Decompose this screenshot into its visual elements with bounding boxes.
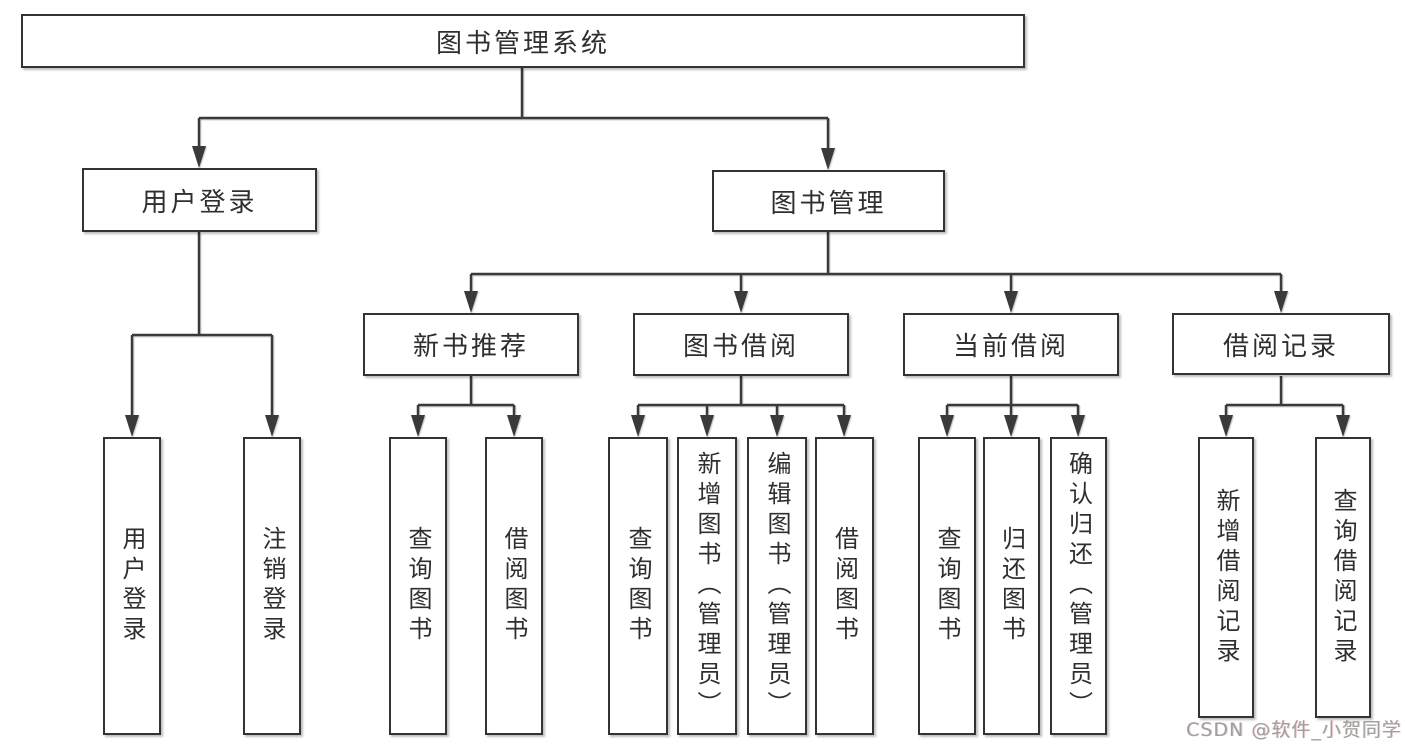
node-label: 当前借阅 [952, 332, 1069, 362]
leaf-label: 查询图书 [933, 526, 961, 646]
node-library-management-system: 图书管理系统 [21, 14, 1025, 68]
leaf-label: 编辑图书（管理员） [763, 451, 791, 721]
leaf-borrow-books-recommend: 借阅图书 [485, 437, 543, 735]
csdn-watermark: CSDN @软件_小贺同学 [1186, 719, 1402, 741]
leaf-label: 注销登录 [258, 526, 286, 646]
node-label: 借阅记录 [1222, 331, 1339, 362]
leaf-label: 归还图书 [997, 526, 1026, 646]
leaf-query-books-recommend: 查询图书 [389, 437, 447, 735]
leaf-label: 用户登录 [118, 526, 146, 646]
leaf-confirm-return-admin: 确认归还（管理员） [1050, 437, 1107, 735]
leaf-label: 查询图书 [624, 526, 652, 646]
node-borrowing-records: 借阅记录 [1172, 313, 1390, 375]
node-new-book-recommendation: 新书推荐 [363, 313, 579, 376]
node-book-borrowing: 图书借阅 [633, 313, 849, 376]
node-current-borrowing: 当前借阅 [903, 313, 1119, 376]
leaf-return-book: 归还图书 [983, 437, 1040, 735]
node-user-login: 用户登录 [82, 168, 317, 232]
node-label: 图书管理 [770, 188, 887, 219]
leaf-label: 新增图书（管理员） [693, 451, 721, 721]
node-label: 用户登录 [141, 187, 258, 218]
leaf-borrow-books: 借阅图书 [815, 437, 874, 735]
leaf-label: 查询图书 [404, 526, 432, 646]
leaf-label: 借阅图书 [830, 526, 859, 646]
leaf-edit-book-admin: 编辑图书（管理员） [747, 437, 807, 735]
leaf-label: 新增借阅记录 [1212, 487, 1240, 668]
leaf-add-book-admin: 新增图书（管理员） [677, 437, 737, 735]
leaf-user-login: 用户登录 [103, 437, 161, 735]
leaf-label: 查询借阅记录 [1329, 487, 1357, 668]
leaf-query-borrow-record: 查询借阅记录 [1315, 437, 1371, 718]
leaf-label: 确认归还（管理员） [1064, 451, 1093, 721]
node-book-management: 图书管理 [712, 170, 945, 232]
node-label: 图书借阅 [682, 332, 799, 362]
arrowheads [125, 146, 1350, 437]
leaf-query-books-borrow: 查询图书 [608, 437, 668, 735]
leaf-label: 借阅图书 [500, 526, 528, 646]
node-label: 新书推荐 [412, 332, 529, 362]
node-label: 图书管理系统 [435, 28, 610, 59]
leaf-logout: 注销登录 [243, 437, 301, 735]
leaf-query-books-current: 查询图书 [918, 437, 976, 735]
leaf-add-borrow-record: 新增借阅记录 [1198, 437, 1254, 718]
